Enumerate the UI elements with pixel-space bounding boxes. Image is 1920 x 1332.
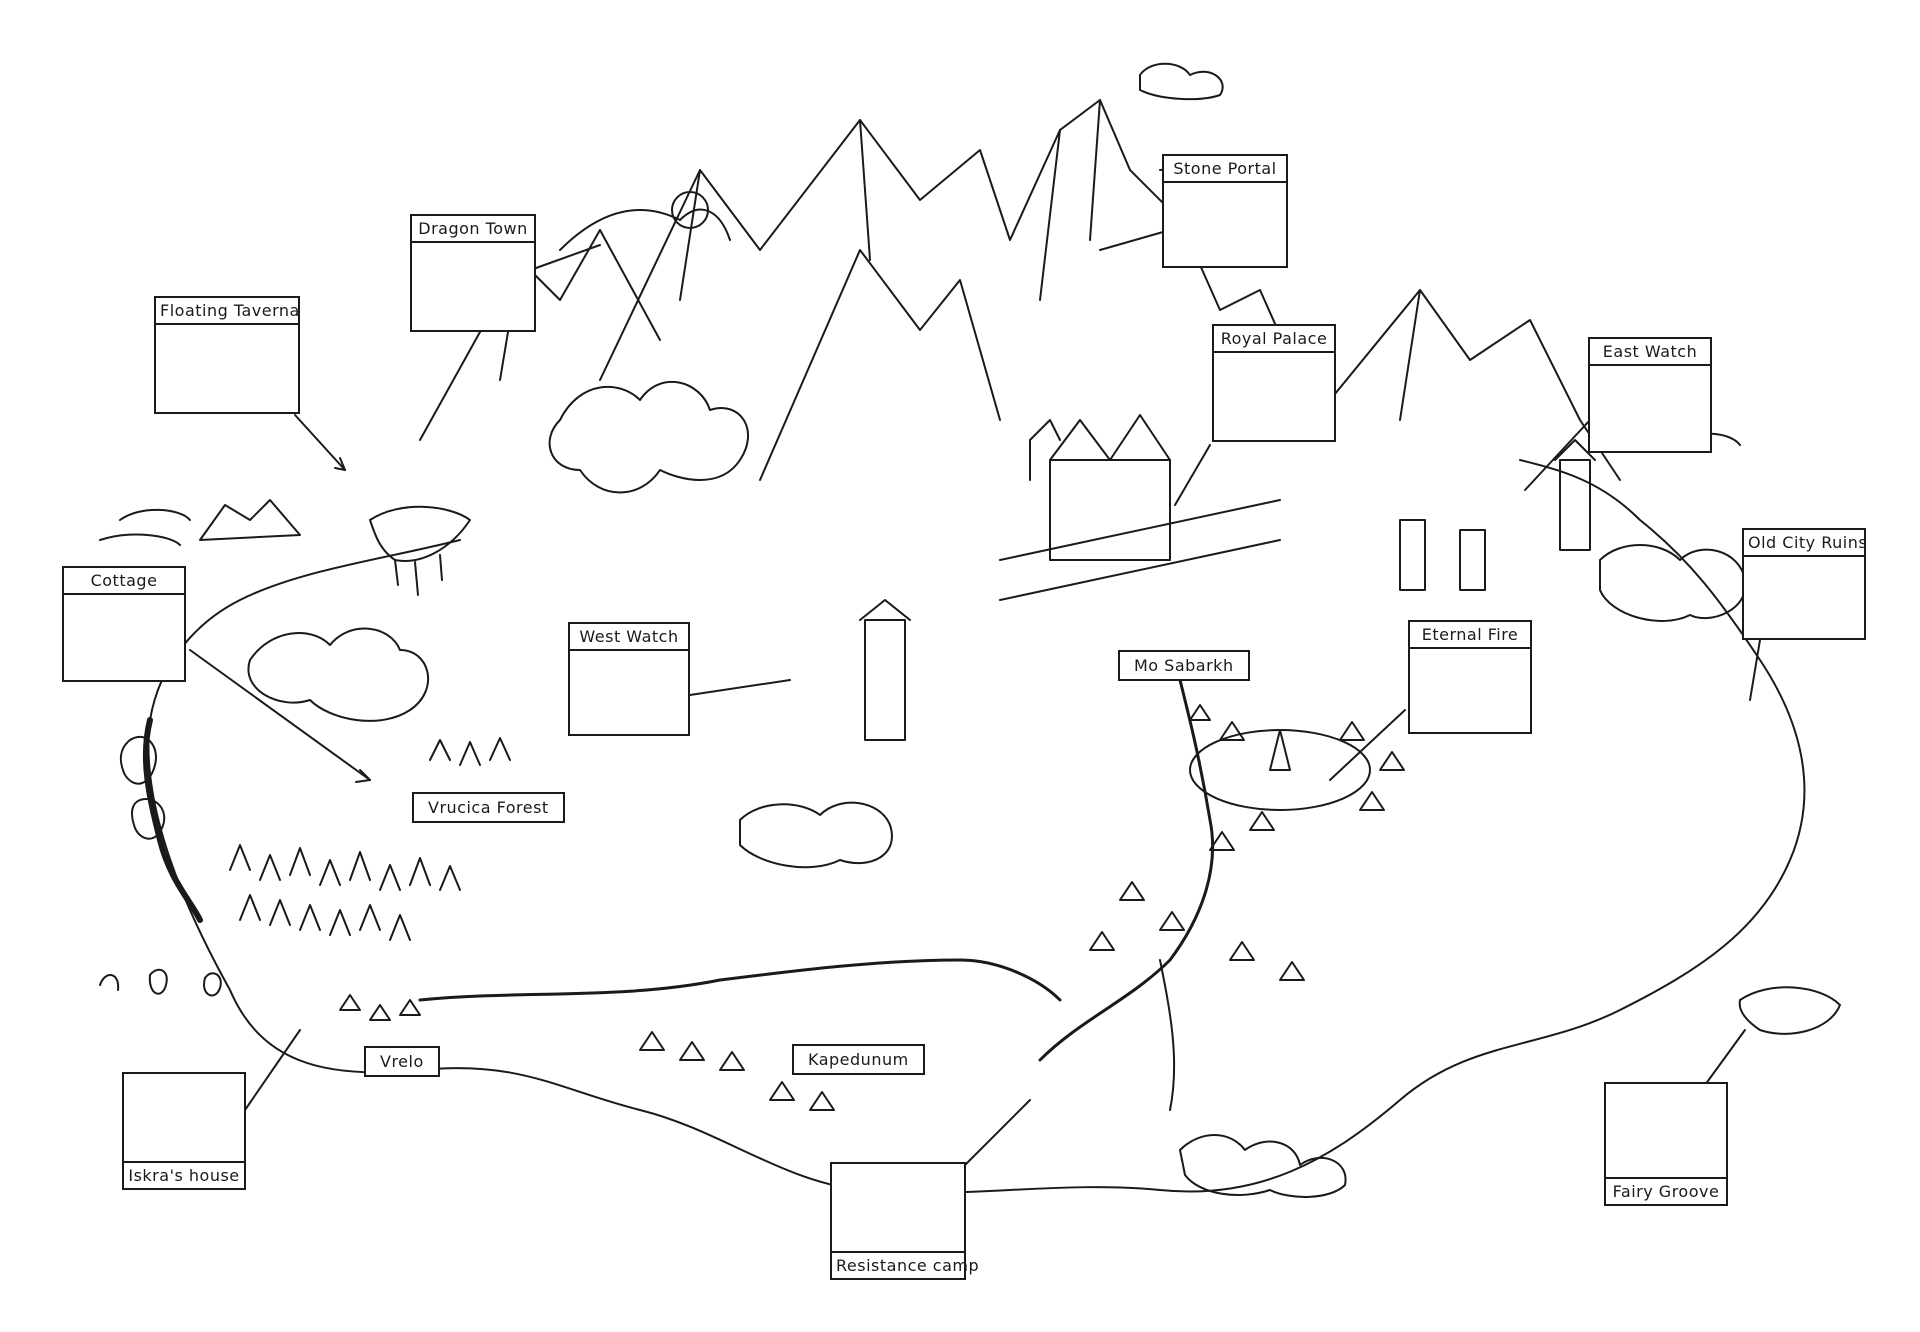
arrow-floating-taverna bbox=[334, 457, 346, 471]
stone-portal-label: Stone Portal bbox=[1164, 156, 1286, 183]
canopy-west bbox=[247, 627, 429, 722]
dragon-town-peak bbox=[559, 208, 731, 251]
floating-island bbox=[369, 505, 471, 562]
east-tower-3 bbox=[1459, 529, 1486, 591]
leader-dragon-town bbox=[535, 244, 601, 269]
mountain-detail-lines bbox=[499, 99, 1421, 421]
distant-rocks bbox=[199, 499, 301, 541]
old-city-ruins-label: Old City Ruins bbox=[1744, 530, 1867, 557]
leader-old-city-ruins bbox=[1749, 639, 1761, 701]
leader-floating-taverna bbox=[294, 414, 346, 471]
canopy-north bbox=[548, 381, 750, 494]
cottage-box: Cottage bbox=[62, 566, 186, 682]
fairy-groove-islet bbox=[1738, 986, 1841, 1035]
cloud-west bbox=[99, 508, 191, 546]
east-watch-tower-top bbox=[1554, 439, 1596, 461]
fairy-groove-box: Fairy Groove bbox=[1604, 1082, 1728, 1206]
offshore-marks bbox=[99, 968, 222, 997]
mountain-center-peak bbox=[759, 249, 1001, 481]
resistance-camp-box: Resistance camp bbox=[830, 1162, 979, 1280]
east-watch-box: East Watch bbox=[1588, 337, 1712, 453]
floating-taverna-box: Floating Taverna bbox=[154, 296, 300, 414]
stone-portal-box: Stone Portal bbox=[1162, 154, 1288, 268]
leader-resistance-camp bbox=[964, 1099, 1031, 1166]
royal-palace-label: Royal Palace bbox=[1214, 326, 1334, 353]
river-main bbox=[1038, 678, 1215, 1062]
palace-roofs bbox=[1029, 414, 1171, 481]
west-watch-tower-top bbox=[859, 599, 911, 621]
leader-royal-palace bbox=[1174, 444, 1211, 506]
mo-sabarkh-tag: Mo Sabarkh bbox=[1118, 650, 1250, 681]
dragon-town-box: Dragon Town bbox=[410, 214, 536, 332]
village-houses bbox=[339, 704, 1405, 1111]
iskras-house-frame bbox=[124, 1074, 244, 1161]
west-watch-box: West Watch bbox=[568, 622, 690, 736]
royal-palace-box: Royal Palace bbox=[1212, 324, 1336, 442]
leader-iskras-house bbox=[244, 1029, 301, 1111]
cottage-label: Cottage bbox=[64, 568, 184, 595]
fairy-groove-frame bbox=[1606, 1084, 1726, 1177]
west-cliff-shading bbox=[142, 717, 203, 923]
eternal-fire-spire bbox=[1269, 729, 1291, 771]
iskras-house-box: Iskra's house bbox=[122, 1072, 246, 1190]
west-watch-label: West Watch bbox=[570, 624, 688, 651]
dragon-town-label: Dragon Town bbox=[412, 216, 534, 243]
vrucica-forest-trees bbox=[229, 737, 511, 941]
canopy-central bbox=[739, 801, 893, 869]
eternal-fire-label: Eternal Fire bbox=[1410, 622, 1530, 649]
east-watch-tower bbox=[1559, 459, 1591, 551]
iskras-house-label: Iskra's house bbox=[124, 1161, 244, 1188]
dragon-town-cloud bbox=[671, 191, 709, 229]
east-watch-label: East Watch bbox=[1590, 339, 1710, 366]
river-west bbox=[418, 958, 1062, 1002]
old-city-ruins-box: Old City Ruins bbox=[1742, 528, 1867, 640]
leader-fairy-groove bbox=[1704, 1029, 1746, 1086]
vrucica-forest-tag: Vrucica Forest bbox=[412, 792, 565, 823]
fairy-groove-label: Fairy Groove bbox=[1606, 1177, 1726, 1204]
floating-taverna-label: Floating Taverna bbox=[156, 298, 299, 325]
west-cliff-rocks bbox=[119, 735, 166, 840]
resistance-camp-frame bbox=[832, 1164, 964, 1251]
floating-island-drips bbox=[394, 554, 443, 596]
arrow-cottage bbox=[355, 769, 371, 783]
east-tower-2 bbox=[1399, 519, 1426, 591]
cloud-north bbox=[1139, 62, 1224, 101]
kapedunum-tag: Kapedunum bbox=[792, 1044, 925, 1075]
palace-wall bbox=[999, 499, 1281, 601]
leader-eternal-fire bbox=[1329, 709, 1406, 781]
vrelo-tag: Vrelo bbox=[364, 1046, 440, 1077]
river-south bbox=[1159, 959, 1176, 1111]
leader-cottage bbox=[189, 649, 371, 781]
eternal-fire-box: Eternal Fire bbox=[1408, 620, 1532, 734]
west-watch-tower bbox=[864, 619, 906, 741]
leader-west-watch bbox=[689, 679, 791, 696]
mountain-range-east bbox=[1329, 289, 1621, 481]
island-coastline-west bbox=[149, 539, 461, 721]
mountain-range bbox=[599, 99, 1301, 381]
resistance-camp-label: Resistance camp bbox=[832, 1251, 979, 1278]
south-rocks bbox=[1179, 1134, 1347, 1198]
leader-east-watch bbox=[1524, 419, 1591, 491]
